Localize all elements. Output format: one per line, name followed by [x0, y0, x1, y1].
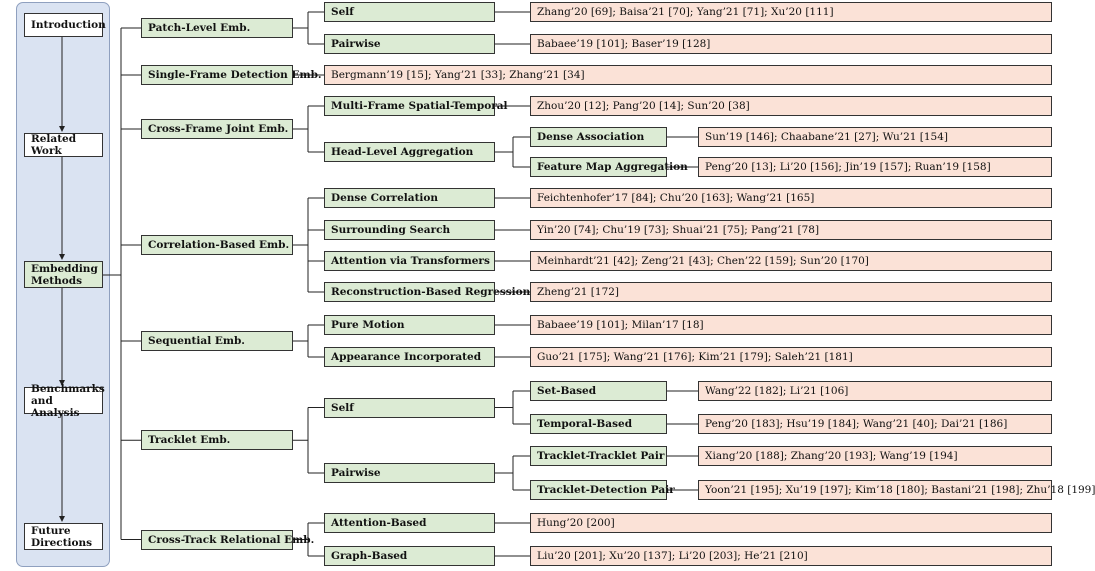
- reference-list: Guo’21 [175]; Wang’21 [176]; Kim’21 [179…: [530, 347, 1052, 367]
- reference-list: Zheng’21 [172]: [530, 282, 1052, 302]
- reference-list: Yoon’21 [195]; Xu’19 [197]; Kim’18 [180]…: [698, 480, 1095, 500]
- subcategory-label: Graph-Based: [324, 546, 495, 566]
- reference-list: Xiang’20 [188]; Zhang’20 [193]; Wang’19 …: [698, 446, 1052, 466]
- subcategory-label: Dense Association: [530, 127, 667, 147]
- reference-list: Peng’20 [13]; Li’20 [156]; Jin’19 [157];…: [698, 157, 1052, 177]
- subcategory-label: Surrounding Search: [324, 220, 495, 240]
- section-bench: Benchmarks and Analysis: [24, 383, 105, 419]
- subcategory-label: Appearance Incorporated: [324, 347, 495, 367]
- subcategory-label: Set-Based: [530, 381, 667, 401]
- subcategory-label: Tracklet-Tracklet Pair: [530, 446, 667, 466]
- reference-list: Yin’20 [74]; Chu’19 [73]; Shuai’21 [75];…: [530, 220, 1052, 240]
- subcategory-label: Self: [324, 2, 495, 22]
- group-label: Correlation-Based Emb.: [141, 235, 293, 255]
- reference-list: Liu’20 [201]; Xu’20 [137]; Li’20 [203]; …: [530, 546, 1052, 566]
- subcategory-label: Feature Map Aggregation: [530, 157, 688, 177]
- reference-list: Meinhardt’21 [42]; Zeng’21 [43]; Chen’22…: [530, 251, 1052, 271]
- subcategory-label: Head-Level Aggregation: [324, 142, 495, 162]
- subcategory-label: Dense Correlation: [324, 188, 495, 208]
- subcategory-label: Temporal-Based: [530, 414, 667, 434]
- subcategory-label: Tracklet-Detection Pair: [530, 480, 675, 500]
- subcategory-label: Reconstruction-Based Regression: [324, 282, 530, 302]
- group-label: Cross-Frame Joint Emb.: [141, 119, 293, 139]
- section-intro: Introduction: [24, 13, 106, 37]
- section-future: Future Directions: [24, 523, 103, 550]
- group-label: Tracklet Emb.: [141, 430, 293, 451]
- subcategory-label: Self: [324, 397, 495, 418]
- reference-list: Feichtenhofer’17 [84]; Chu’20 [163]; Wan…: [530, 188, 1052, 208]
- reference-list: Zhang’20 [69]; Baisa’21 [70]; Yang’21 [7…: [530, 2, 1052, 22]
- section-embed: Embedding Methods: [24, 261, 103, 288]
- reference-list: Wang’22 [182]; Li’21 [106]: [698, 381, 1052, 401]
- reference-list: Sun’19 [146]; Chaabane’21 [27]; Wu’21 [1…: [698, 127, 1052, 147]
- group-label: Patch-Level Emb.: [141, 18, 293, 38]
- reference-list: Babaee’19 [101]; Milan’17 [18]: [530, 315, 1052, 335]
- group-label: Cross-Track Relational Emb.: [141, 529, 314, 550]
- subcategory-label: Pairwise: [324, 463, 495, 483]
- reference-list: Hung’20 [200]: [530, 513, 1052, 533]
- section-related: Related Work: [24, 133, 103, 157]
- reference-list: Bergmann’19 [15]; Yang’21 [33]; Zhang’21…: [324, 65, 1052, 85]
- subcategory-label: Attention via Transformers: [324, 251, 495, 271]
- reference-list: Babaee’19 [101]; Baser’19 [128]: [530, 34, 1052, 54]
- subcategory-label: Pure Motion: [324, 315, 495, 335]
- group-label: Sequential Emb.: [141, 331, 293, 351]
- reference-list: Zhou’20 [12]; Pang’20 [14]; Sun’20 [38]: [530, 96, 1052, 116]
- subcategory-label: Multi-Frame Spatial-Temporal: [324, 96, 508, 116]
- reference-list: Peng’20 [183]; Hsu’19 [184]; Wang’21 [40…: [698, 414, 1052, 434]
- group-label: Single-Frame Detection Emb.: [141, 65, 322, 85]
- subcategory-label: Attention-Based: [324, 513, 495, 533]
- subcategory-label: Pairwise: [324, 34, 495, 54]
